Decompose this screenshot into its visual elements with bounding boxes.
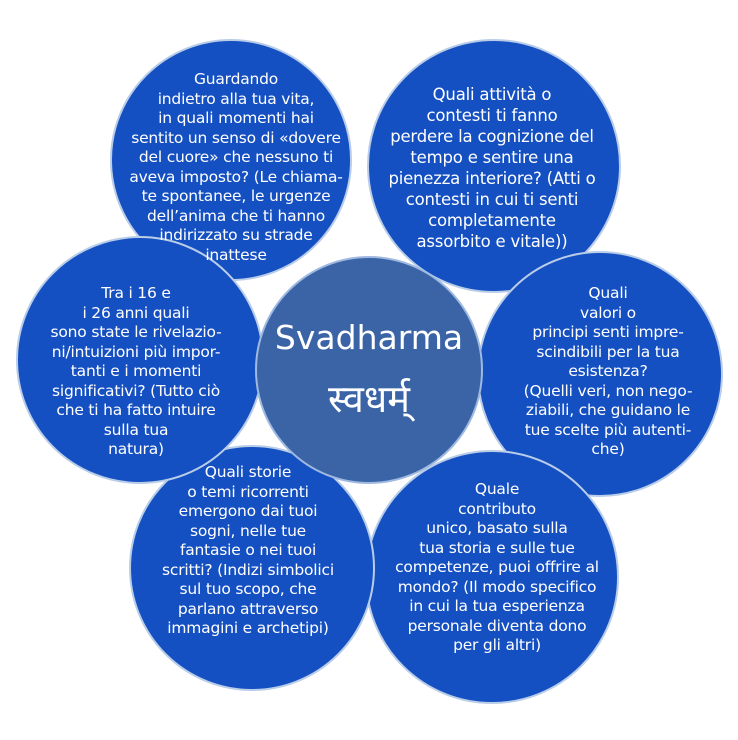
text-line: mondo? (Il modo specifico: [397, 577, 597, 596]
text-line: sentito un senso di «dovere: [131, 128, 341, 147]
text-line: (Quelli veri, non nego-: [523, 381, 693, 400]
text-line: contesti in cui ti senti: [405, 190, 579, 209]
center-circle: [255, 256, 483, 484]
text-line: unico, basato sulla: [426, 519, 568, 537]
text-line: Guardando: [193, 70, 279, 88]
petal-text-top-left: Guardando indietro alla tua vita, in qua…: [129, 70, 343, 265]
text-line: sogni, nelle tue: [189, 521, 307, 540]
text-line: contributo: [458, 499, 536, 518]
petal-text-top-right: Quali attività o contesti ti fanno perde…: [388, 84, 595, 252]
text-line: contesti ti fanno: [426, 106, 558, 125]
text-line: tua storia e sulle tue: [419, 538, 575, 557]
text-line: competenze, puoi offrire al: [395, 558, 599, 576]
text-line: completamente: [428, 211, 556, 230]
text-line: scritti? (Indizi simbolici: [162, 560, 334, 579]
text-line: che): [591, 440, 625, 458]
text-line: o temi ricorrenti: [187, 482, 309, 501]
text-line: ni/intuizioni più impor-: [51, 342, 221, 361]
text-line: fantasie o nei tuoi: [179, 541, 317, 559]
text-line: in cui la tua esperienza: [409, 597, 585, 615]
text-line: tanti e i momenti: [70, 362, 202, 380]
text-line: ziabili, che guidano le: [525, 401, 691, 419]
text-line: i 26 anni quali: [82, 303, 190, 322]
text-line: tempo e sentire una: [410, 148, 574, 167]
text-line: esistenza?: [568, 362, 648, 380]
petal-text-bottom-left: Quali storie o temi ricorrenti emergono …: [162, 463, 334, 639]
text-line: pienezza interiore? (Atti o: [388, 169, 596, 188]
petal-text-bottom-right: Quale contributo unico, basato sulla tua…: [395, 480, 599, 656]
text-line: indirizzato su strade: [159, 226, 313, 244]
text-line: assorbito e vitale)): [416, 232, 568, 251]
text-line: indietro alla tua vita,: [157, 89, 315, 108]
text-line: Quali storie: [204, 463, 292, 481]
text-line: perdere la cognizione del: [390, 127, 594, 146]
text-line: principi senti impre-: [532, 323, 684, 341]
text-line: Quali attività o: [432, 85, 552, 104]
center-sanskrit: स्वधर्म्: [327, 377, 411, 421]
text-line: immagini e archetipi): [167, 619, 329, 637]
text-line: tue scelte più autenti-: [524, 420, 692, 439]
text-line: valori o: [580, 303, 636, 322]
text-line: sono state le rivelazio-: [50, 323, 222, 341]
text-line: aveva imposto? (Le chiama-: [129, 167, 343, 186]
text-line: natura): [108, 440, 164, 458]
text-line: dell’anima che ti hanno: [146, 206, 326, 225]
text-line: parlano attraverso: [177, 599, 319, 618]
petal-text-right: Quali valori o principi senti impre- sci…: [524, 284, 693, 460]
text-line: in quali momenti hai: [158, 109, 314, 127]
text-line: significativi? (Tutto ciò: [51, 381, 221, 400]
text-line: sulla tua: [103, 420, 169, 439]
text-line: sul tuo scopo, che: [179, 580, 317, 598]
text-line: del cuore» che nessuno ti: [138, 148, 334, 166]
petal-circle-bottom-left: [129, 445, 375, 691]
text-line: Tra i 16 e: [101, 284, 171, 302]
text-line: Quali: [588, 284, 628, 302]
text-line: che ti ha fatto intuire: [56, 401, 216, 419]
text-line: per gli altri): [453, 636, 541, 654]
text-line: emergono dai tuoi: [178, 502, 318, 520]
text-line: personale diventa dono: [407, 616, 587, 635]
petal-text-left: Tra i 16 e i 26 anni quali sono state le…: [51, 284, 222, 460]
center-title: Svadharma: [274, 318, 464, 357]
text-line: inattese: [205, 245, 267, 264]
text-line: Quale: [474, 480, 520, 498]
text-line: scindibili per la tua: [536, 342, 680, 361]
petal-circle-top-right: [367, 39, 621, 293]
text-line: te spontanee, le urgenze: [141, 187, 331, 205]
